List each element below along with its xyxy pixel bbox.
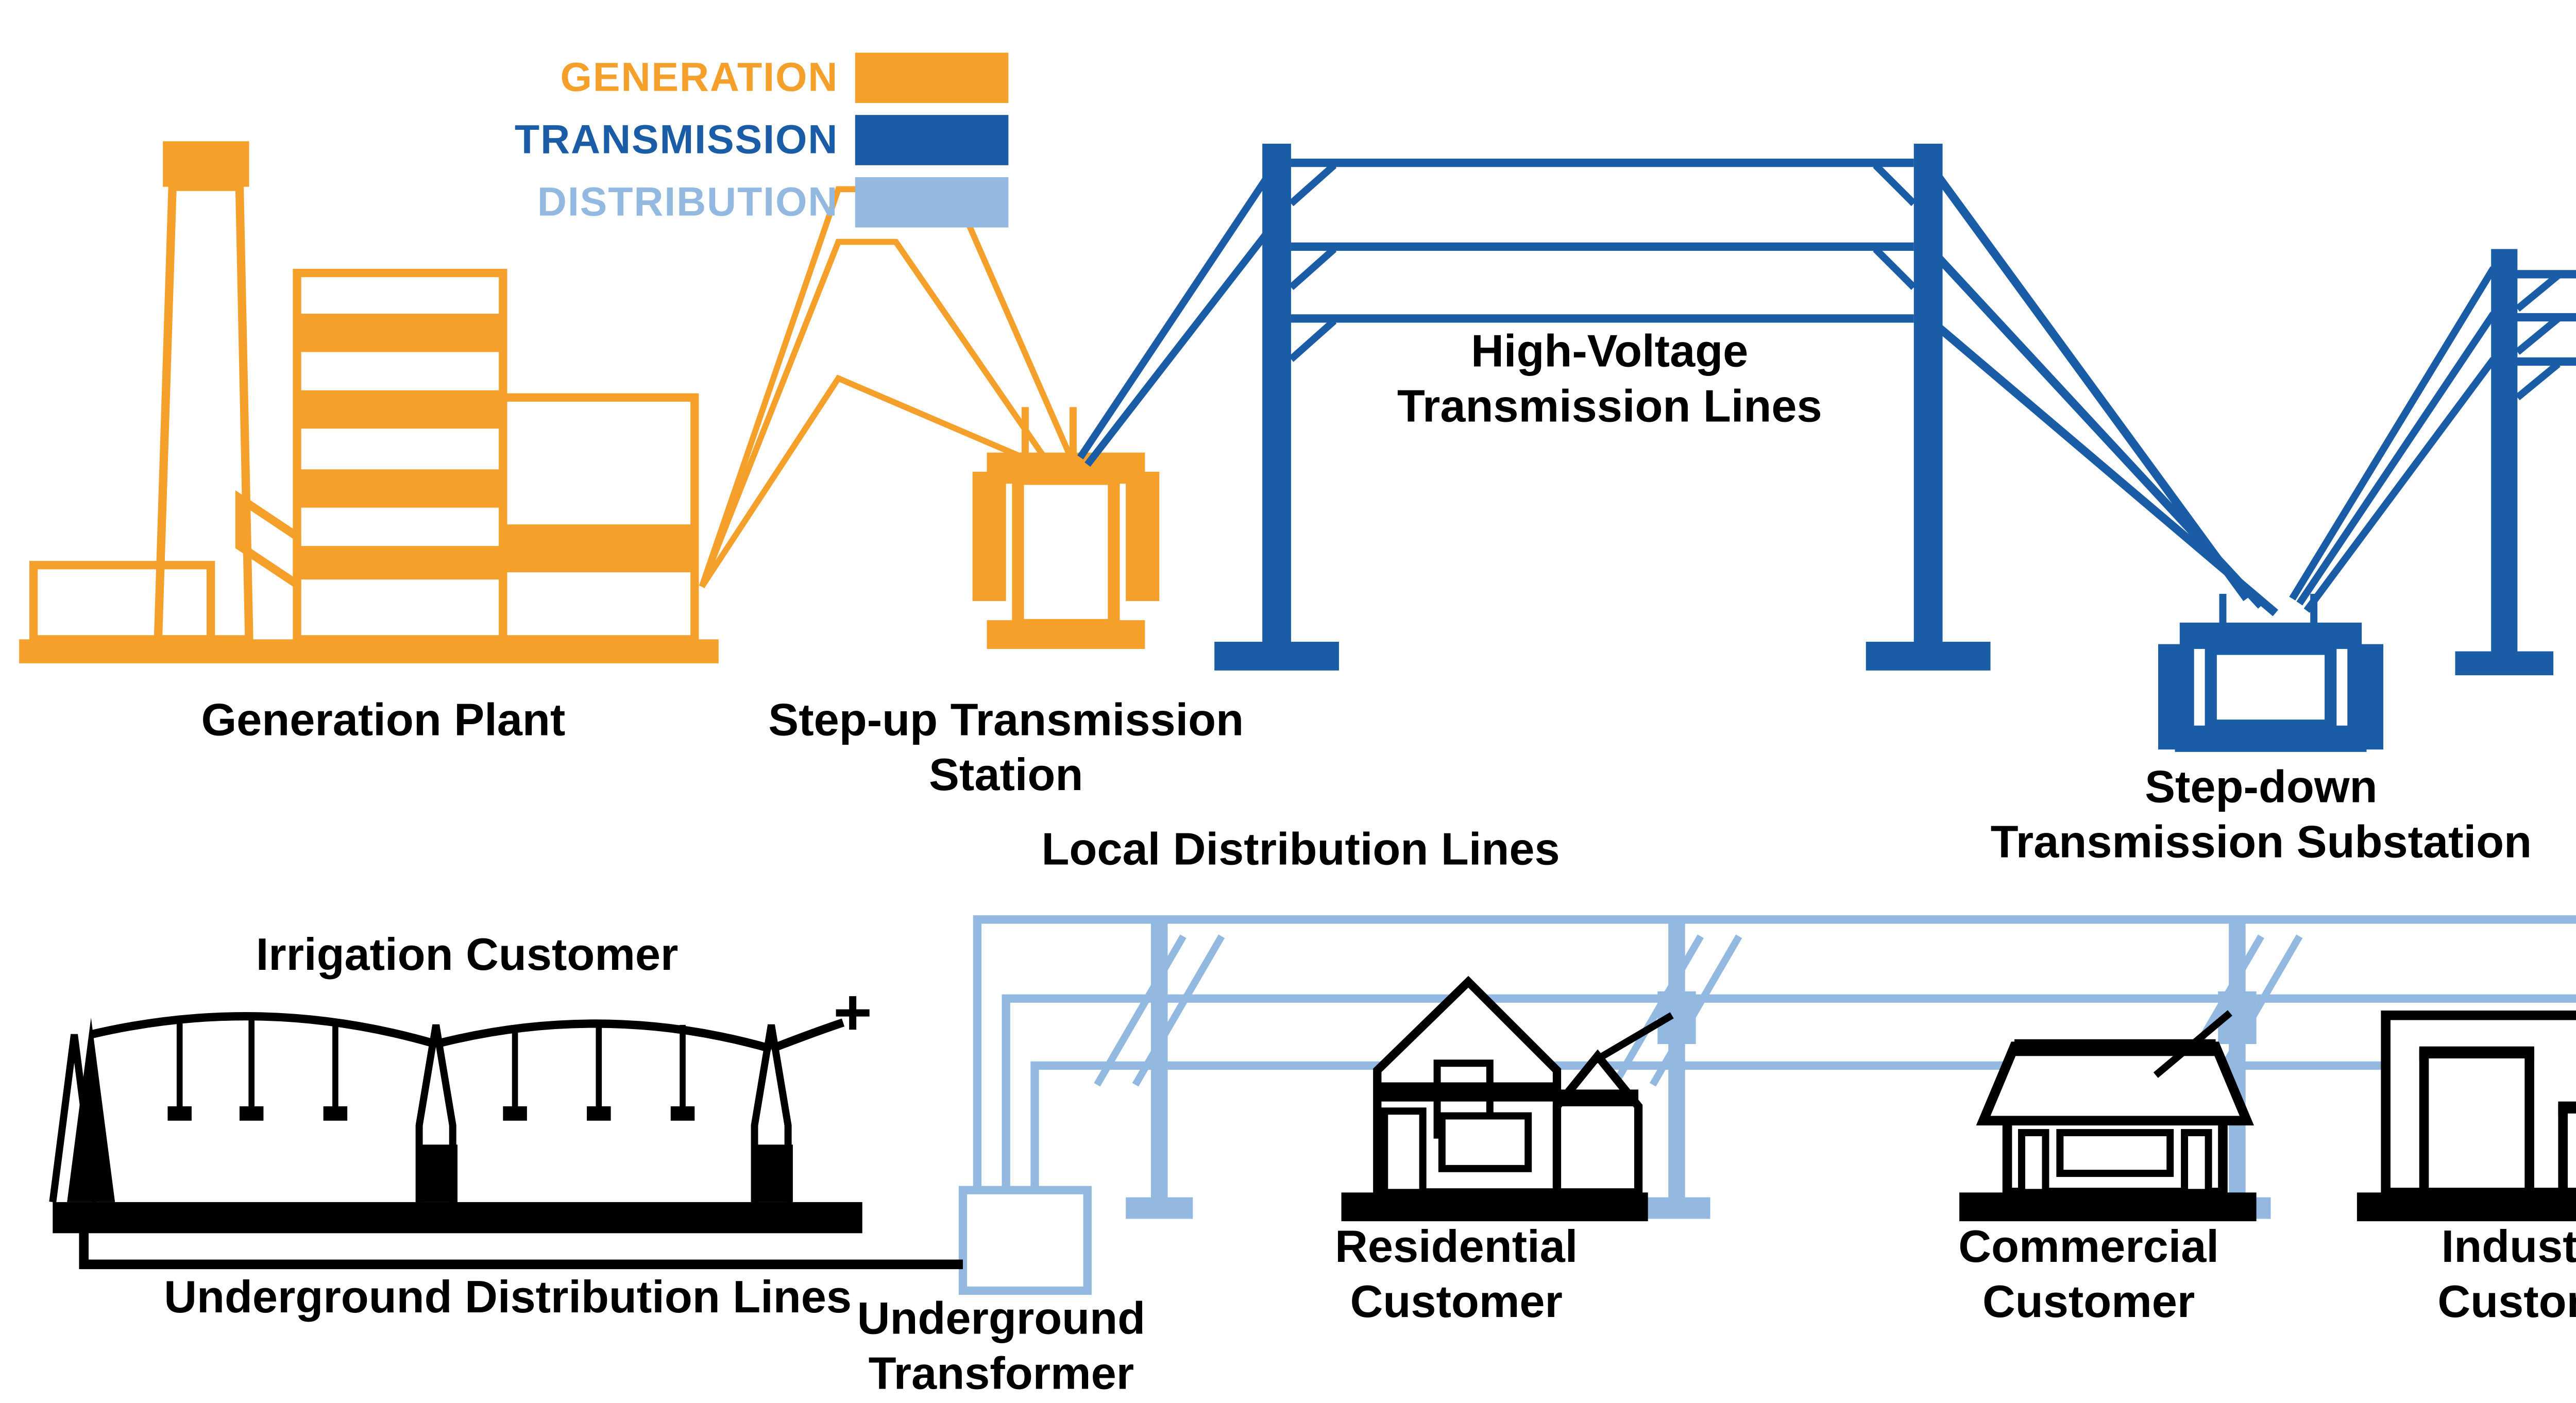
legend-generation-label: GENERATION (560, 55, 839, 101)
high-voltage-lines (1289, 159, 2279, 617)
underground-distribution-lines-label: Underground Distribution Lines (164, 1274, 852, 1325)
transmission-towers-icon (1214, 143, 1991, 671)
step-down-substation-icon (2158, 594, 2383, 752)
legend-generation-swatch (855, 53, 1009, 103)
step-up-station-icon (972, 407, 1160, 649)
local-distribution-lines (973, 915, 2576, 1190)
industrial-customer-bottom-icon (2357, 1010, 2576, 1222)
legend-transmission-label: TRANSMISSION (514, 117, 839, 163)
irrigation-customer-icon (49, 996, 870, 1234)
commercial-customer-icon (1959, 1010, 2257, 1222)
generation-plant-icon (19, 141, 719, 663)
legend-distribution-label: DISTRIBUTION (537, 179, 839, 226)
sub-transmission-lines (2505, 270, 2576, 401)
high-voltage-lines-label: High-Voltage Transmission Lines (1397, 328, 1822, 434)
substation-to-midpole-wires (2289, 266, 2497, 613)
irrigation-customer-label: Irrigation Customer (256, 931, 679, 982)
step-down-substation-label: Step-down Transmission Substation (1990, 764, 2532, 869)
step-up-station-label: Step-up Transmission Station (768, 696, 1244, 802)
commercial-customer-label: Commercial Customer (1958, 1223, 2219, 1329)
underground-transformer-icon (958, 1186, 1092, 1295)
distribution-poles-icon (1126, 919, 2271, 1219)
legend-distribution-swatch (855, 177, 1009, 228)
generation-plant-label: Generation Plant (201, 696, 566, 747)
residential-customer-label: Residential Customer (1335, 1223, 1578, 1329)
sub-transmission-poles-icon (2455, 249, 2554, 676)
residential-customer-icon (1341, 976, 1674, 1222)
legend-transmission-swatch (855, 115, 1009, 165)
step-up-to-tower-wires (1077, 161, 1280, 467)
industrial-customer-bottom-label: Industrial Customer (2437, 1223, 2576, 1329)
underground-transformer-label: Underground Transformer (857, 1295, 1146, 1401)
underground-distribution-line (79, 1230, 963, 1270)
local-distribution-lines-label: Local Distribution Lines (1041, 826, 1560, 877)
